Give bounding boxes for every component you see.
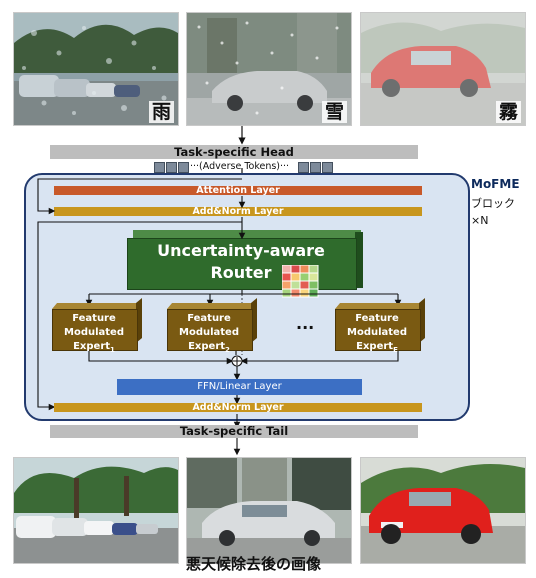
- token-icon: [154, 162, 165, 173]
- task-specific-tail: Task-specific Tail: [50, 425, 418, 438]
- restored-red-car-image: [360, 457, 526, 564]
- token-icon: [310, 162, 321, 173]
- feature-modulated-expert-e: Feature Modulated ExpertE: [335, 297, 425, 354]
- restored-parking-image: [13, 457, 179, 564]
- mofme-side-label-line2: ブロック: [471, 197, 515, 210]
- rain-label: 雨: [148, 101, 174, 123]
- token-icon: [298, 162, 309, 173]
- expert-1-line3: Expert: [73, 341, 111, 352]
- attention-layer: Attention Layer: [54, 186, 422, 195]
- snow-input-image: 雪: [186, 12, 352, 126]
- experts-ellipsis: ···: [296, 318, 315, 337]
- adverse-tokens-label: ···(Adverse Tokens)···: [190, 161, 290, 172]
- expert-2-line3: Expert: [188, 341, 226, 352]
- snow-label: 雪: [321, 101, 347, 123]
- expert-e-line1: Feature: [355, 313, 399, 324]
- token-icon: [166, 162, 177, 173]
- add-norm-layer-bottom: Add&Norm Layer: [54, 403, 422, 412]
- restored-images-caption: 悪天候除去後の画像: [186, 555, 322, 573]
- token-icon: [322, 162, 333, 173]
- task-specific-head: Task-specific Head: [50, 145, 418, 159]
- expert-e-line2: Modulated: [347, 327, 407, 338]
- task-specific-tail-label: Task-specific Tail: [179, 424, 289, 438]
- router-score-grid-icon: [282, 265, 319, 298]
- ffn-linear-layer: FFN/Linear Layer: [117, 379, 362, 395]
- add-norm-layer-top: Add&Norm Layer: [54, 207, 422, 216]
- mofme-side-label-line3: ×N: [471, 214, 489, 227]
- expert-1-line1: Feature: [72, 313, 116, 324]
- rain-input-image: 雨: [13, 12, 179, 126]
- mofme-side-label-line1: MoFME: [471, 177, 520, 191]
- router-label-line2: Router: [210, 263, 272, 282]
- restored-sedan-image: [186, 457, 352, 564]
- expert-2-line2: Modulated: [179, 327, 239, 338]
- add-norm-layer-bottom-label: Add&Norm Layer: [192, 402, 284, 413]
- ffn-linear-layer-label: FFN/Linear Layer: [197, 381, 282, 392]
- expert-2-subscript: 2: [225, 346, 230, 354]
- router-label-line1: Uncertainty-aware: [157, 241, 325, 260]
- task-specific-head-label: Task-specific Head: [174, 145, 294, 159]
- feature-modulated-expert-2: Feature Modulated Expert2: [167, 297, 257, 354]
- adverse-tokens-row: ···(Adverse Tokens)···: [154, 161, 334, 174]
- attention-layer-label: Attention Layer: [196, 185, 280, 196]
- fog-input-image: 霧: [360, 12, 526, 126]
- feature-modulated-expert-1: Feature Modulated Expert1: [52, 297, 142, 354]
- fog-label: 霧: [495, 101, 521, 123]
- expert-1-line2: Modulated: [64, 327, 124, 338]
- expert-e-subscript: E: [393, 346, 398, 354]
- add-norm-layer-top-label: Add&Norm Layer: [192, 206, 284, 217]
- token-icon: [178, 162, 189, 173]
- expert-1-subscript: 1: [110, 346, 115, 354]
- expert-2-line1: Feature: [187, 313, 231, 324]
- expert-e-line3: Expert: [356, 341, 394, 352]
